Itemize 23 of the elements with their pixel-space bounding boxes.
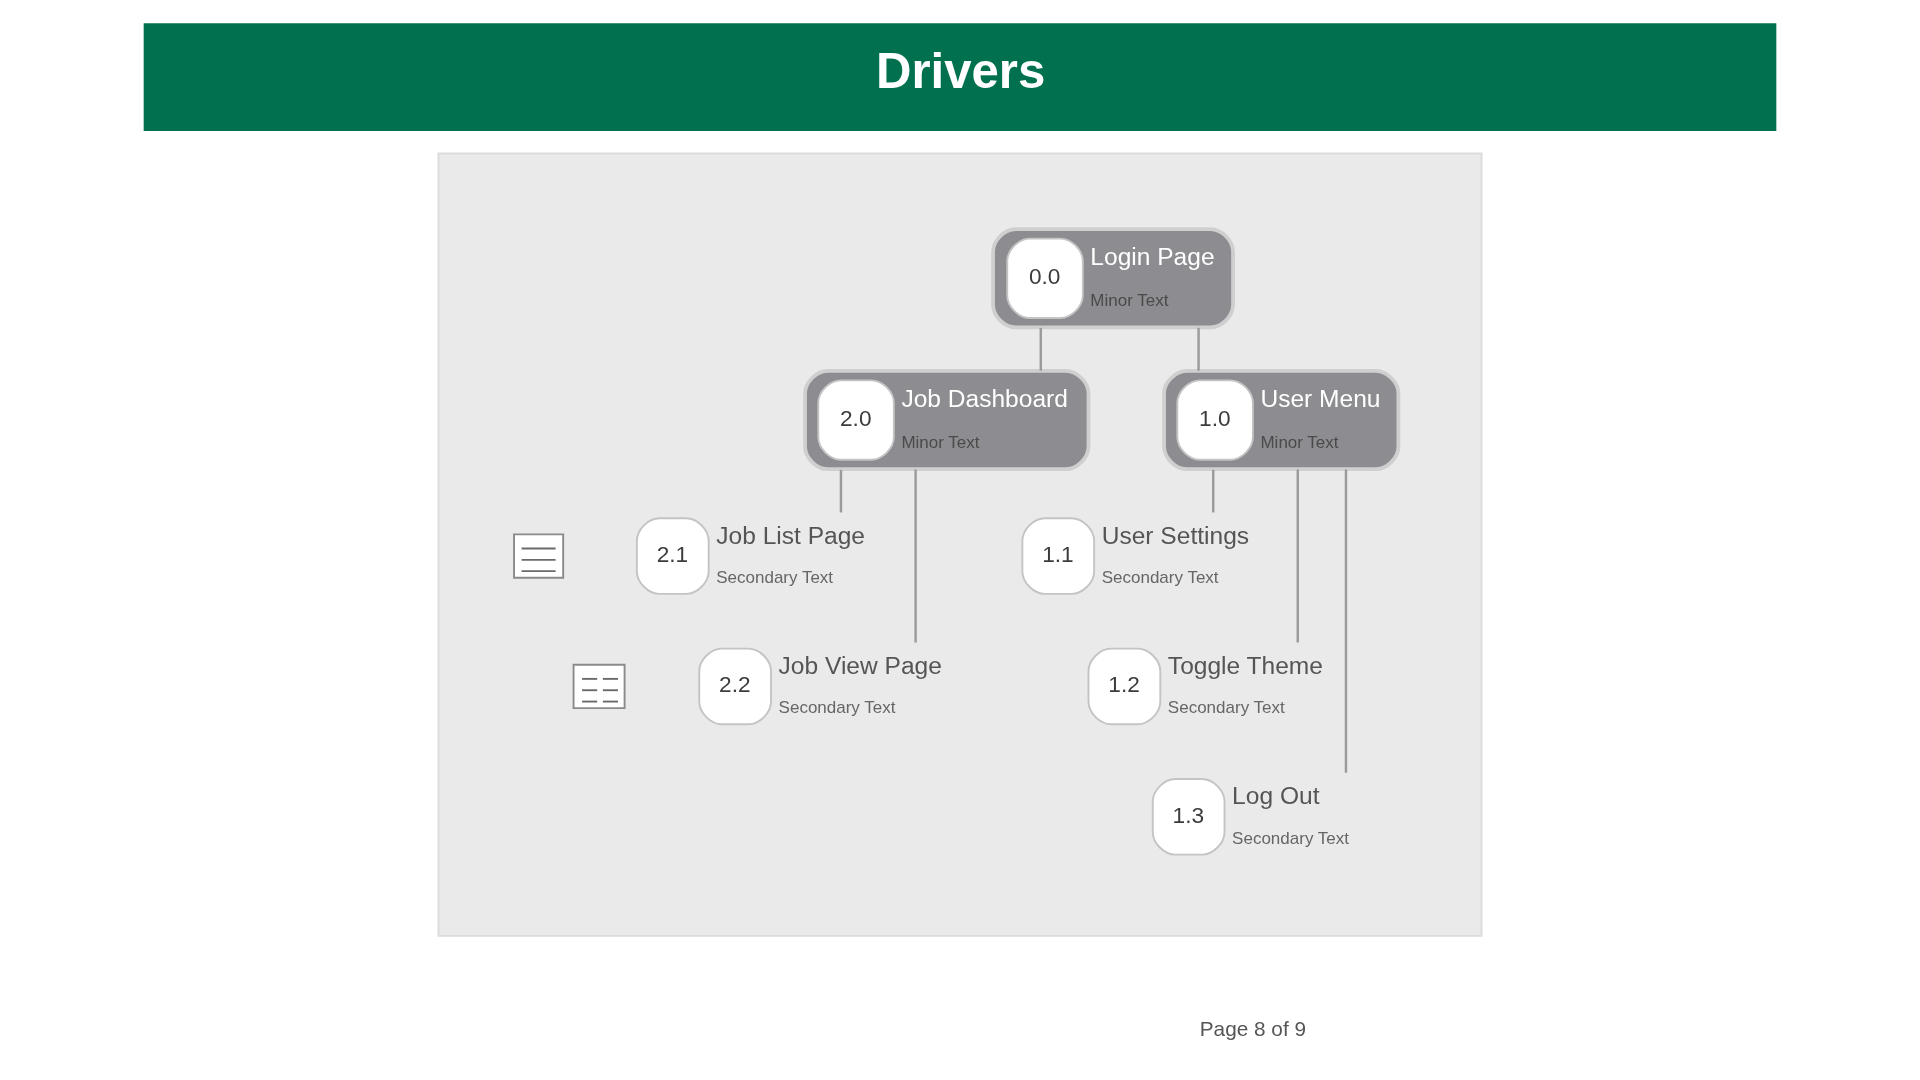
label: Page 8 of 9 <box>1199 1016 1307 1040</box>
connector <box>1212 469 1215 513</box>
node-box: 1.0 User Menu Minor Text <box>1162 369 1401 472</box>
node-label: Job View Page <box>778 651 942 679</box>
connector <box>1197 327 1200 371</box>
node-label: User Settings <box>1101 521 1250 549</box>
connector <box>1296 469 1299 643</box>
connector <box>914 469 917 643</box>
node-label: Log Out <box>1232 782 1320 810</box>
node-label: Secondary Text <box>1232 828 1349 848</box>
node-label: Secondary Text <box>1101 567 1219 587</box>
node-label: Secondary Text <box>716 567 834 587</box>
node-label: Secondary Text <box>1167 698 1285 718</box>
connector <box>839 469 843 513</box>
diagram-title: Drivers <box>875 44 1046 98</box>
node-label: Toggle Theme <box>1167 651 1323 679</box>
node-label: Job List Page <box>716 521 865 549</box>
cluster <box>437 152 1483 937</box>
connector <box>1039 327 1042 371</box>
node-box: 2.0 Job Dashboard Minor Text <box>803 369 1091 472</box>
connector <box>1344 469 1348 773</box>
node-box: 0.0 Login Page Minor Text <box>991 227 1235 330</box>
node-label: Secondary Text <box>778 698 896 718</box>
